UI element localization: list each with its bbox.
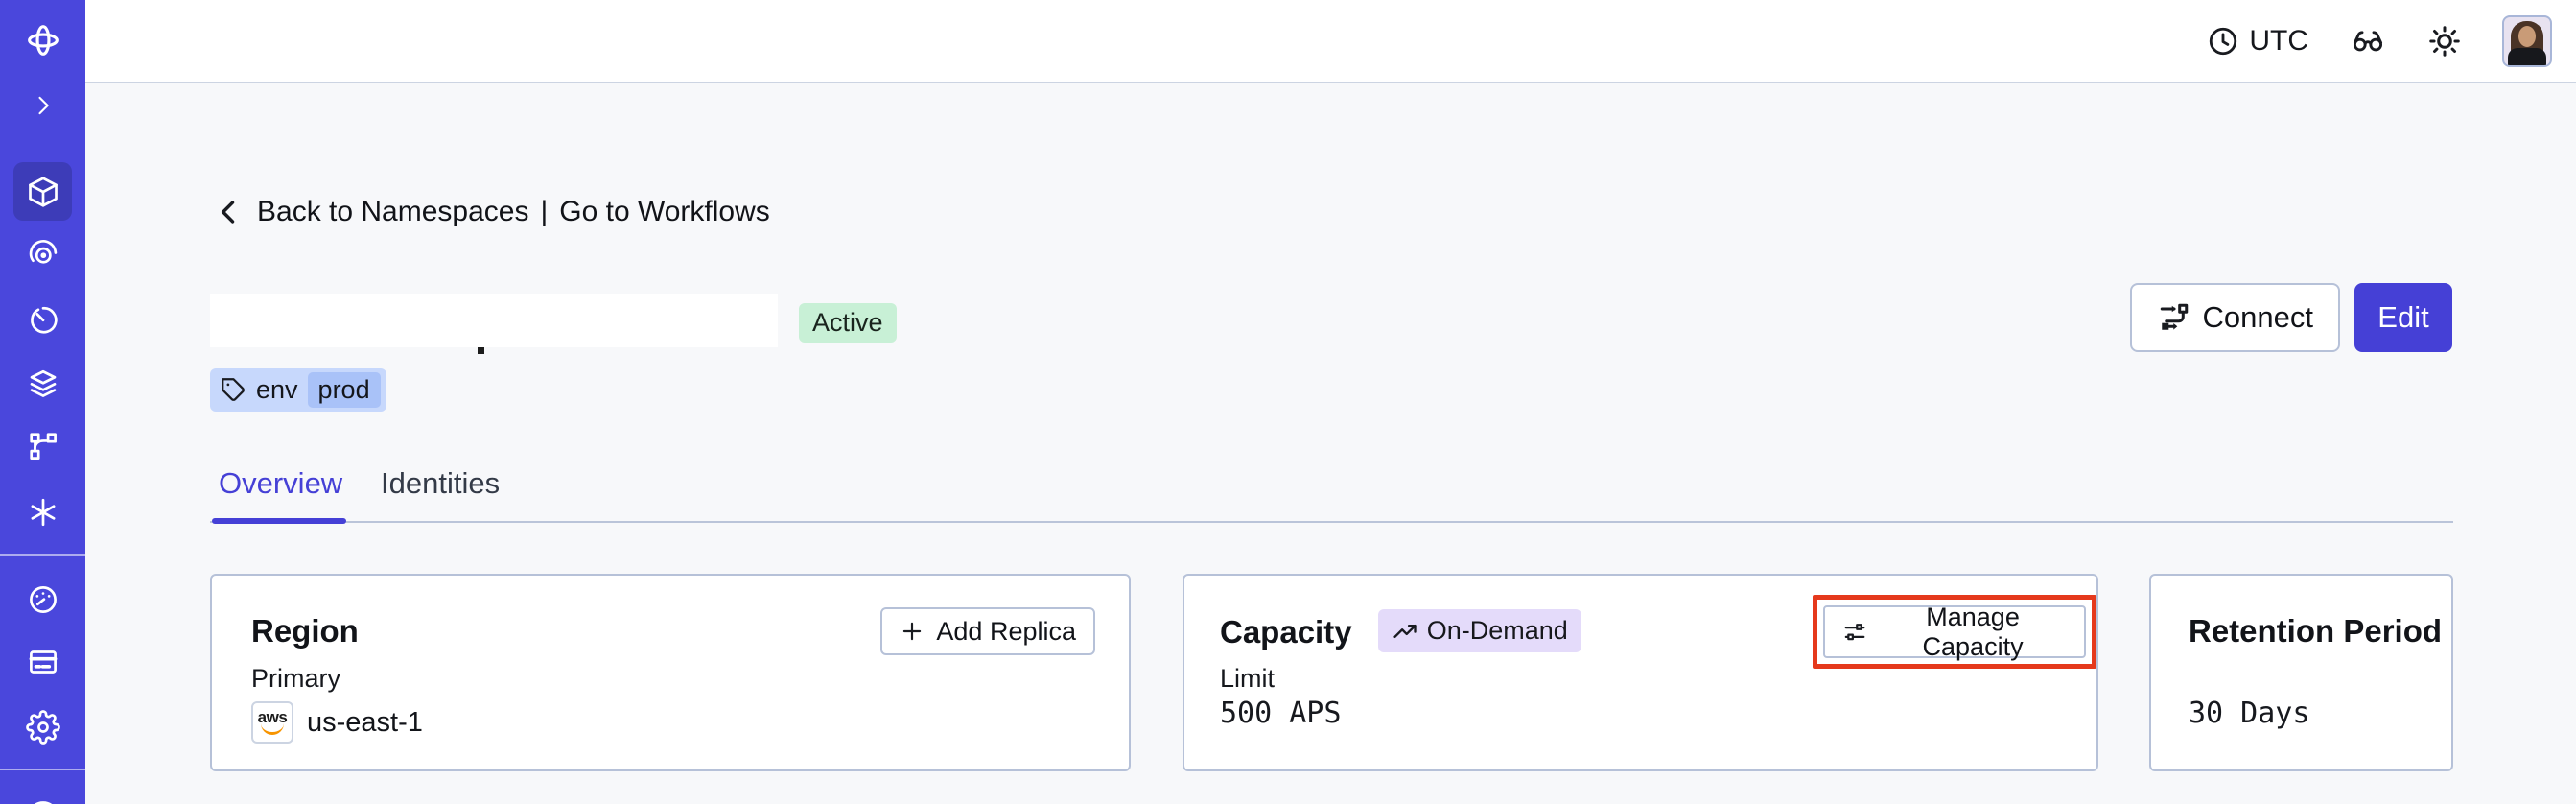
tag-key: env bbox=[256, 375, 298, 404]
aws-logo-text: aws bbox=[257, 708, 288, 726]
primary-label: Primary bbox=[251, 664, 340, 693]
retention-card-title: Retention Period bbox=[2189, 613, 2443, 649]
sidebar-item-workflows[interactable] bbox=[0, 237, 85, 272]
sidebar-item-nexus[interactable] bbox=[0, 495, 85, 530]
clock-icon bbox=[2210, 27, 2237, 55]
redaction-artifact bbox=[478, 347, 484, 354]
layers-icon bbox=[30, 369, 56, 397]
annotation-highlight: Manage Capacity bbox=[1813, 595, 2096, 669]
retention-value: 30 Days bbox=[2189, 697, 2310, 730]
tag-icon bbox=[222, 378, 245, 401]
sidebar-item-deployments[interactable] bbox=[0, 367, 85, 401]
region-card-title: Region bbox=[251, 613, 359, 649]
sidebar-divider bbox=[0, 769, 85, 770]
region-value: us-east-1 bbox=[307, 706, 423, 738]
partial-circle-icon bbox=[34, 801, 52, 804]
tabs-divider bbox=[210, 521, 2453, 523]
namespace-title-redacted bbox=[210, 294, 778, 347]
region-card: Region Add Replica Primary aws us-east-1 bbox=[210, 574, 1131, 771]
capacity-card: Capacity On-Demand Manage Capacity Limit… bbox=[1183, 574, 2098, 771]
plus-icon bbox=[903, 622, 922, 641]
gauge-icon bbox=[29, 586, 57, 613]
sidebar-item-more[interactable] bbox=[0, 782, 85, 804]
timezone-selector[interactable]: UTC bbox=[2207, 25, 2308, 58]
on-demand-label: On-Demand bbox=[1426, 616, 1568, 645]
active-tab-indicator bbox=[212, 518, 346, 524]
aws-logo: aws bbox=[251, 701, 293, 744]
gear-icon bbox=[25, 710, 60, 745]
on-demand-badge: On-Demand bbox=[1377, 609, 1581, 652]
connect-button[interactable]: Connect bbox=[2129, 283, 2340, 352]
timer-icon bbox=[30, 306, 58, 334]
retention-card: Retention Period 30 Days bbox=[2149, 574, 2453, 771]
edit-button[interactable]: Edit bbox=[2354, 283, 2452, 352]
branch-icon bbox=[29, 433, 57, 460]
avatar-torso bbox=[2508, 47, 2546, 65]
limit-label: Limit bbox=[1220, 664, 1276, 693]
add-replica-label: Add Replica bbox=[936, 616, 1076, 646]
asterisk-icon bbox=[31, 498, 55, 527]
sidebar-item-settings[interactable] bbox=[0, 710, 85, 745]
go-to-workflows-link[interactable]: Go to Workflows bbox=[559, 196, 770, 227]
spiral-icon bbox=[29, 240, 57, 264]
timezone-label: UTC bbox=[2249, 24, 2308, 57]
user-avatar[interactable] bbox=[2502, 14, 2552, 67]
connect-button-label: Connect bbox=[2202, 300, 2313, 334]
sidebar-divider bbox=[0, 554, 85, 556]
back-to-namespaces-link[interactable]: Back to Namespaces bbox=[257, 196, 529, 227]
capacity-title-text: Capacity bbox=[1220, 614, 1352, 650]
tab-overview[interactable]: Overview bbox=[219, 466, 343, 500]
sidebar-item-namespaces[interactable] bbox=[0, 175, 85, 209]
billing-card-icon bbox=[29, 650, 57, 674]
sidebar bbox=[0, 0, 85, 804]
limit-value: 500 APS bbox=[1220, 697, 1342, 730]
edit-button-label: Edit bbox=[2377, 300, 2429, 334]
namespace-tag[interactable]: env prod bbox=[210, 368, 386, 412]
aws-smile-arc bbox=[261, 723, 284, 735]
manage-capacity-button[interactable]: Manage Capacity bbox=[1823, 603, 2086, 661]
sidebar-expand-toggle[interactable] bbox=[0, 92, 85, 119]
sidebar-item-schedules[interactable] bbox=[0, 302, 85, 337]
tag-value-chip: prod bbox=[307, 372, 381, 408]
avatar-face bbox=[2518, 25, 2536, 47]
sidebar-item-usage[interactable] bbox=[0, 582, 85, 617]
back-chevron-icon[interactable] bbox=[213, 196, 246, 228]
sidebar-item-home[interactable] bbox=[0, 20, 85, 60]
topbar: UTC bbox=[85, 0, 2576, 83]
status-badge: Active bbox=[799, 303, 897, 343]
glasses-icon[interactable] bbox=[2349, 25, 2387, 58]
tab-identities[interactable]: Identities bbox=[381, 466, 501, 500]
connect-icon bbox=[2160, 303, 2188, 330]
add-replica-button[interactable]: Add Replica bbox=[880, 607, 1095, 655]
primary-region-row: aws us-east-1 bbox=[251, 701, 423, 744]
capacity-card-title: Capacity On-Demand bbox=[1220, 609, 1581, 656]
manage-capacity-label: Manage Capacity bbox=[1922, 602, 2024, 661]
cube-icon bbox=[28, 177, 58, 207]
trending-up-icon bbox=[1393, 624, 1417, 638]
temporal-logo-icon bbox=[27, 25, 59, 56]
sliders-icon bbox=[1844, 623, 1865, 640]
theme-sun-icon[interactable] bbox=[2427, 24, 2462, 59]
breadcrumb: Back to Namespaces | Go to Workflows bbox=[213, 196, 770, 228]
breadcrumb-separator: | bbox=[540, 196, 549, 227]
chevron-right-icon bbox=[37, 96, 49, 115]
sidebar-item-billing[interactable] bbox=[0, 645, 85, 679]
sidebar-item-batch-operations[interactable] bbox=[0, 429, 85, 463]
